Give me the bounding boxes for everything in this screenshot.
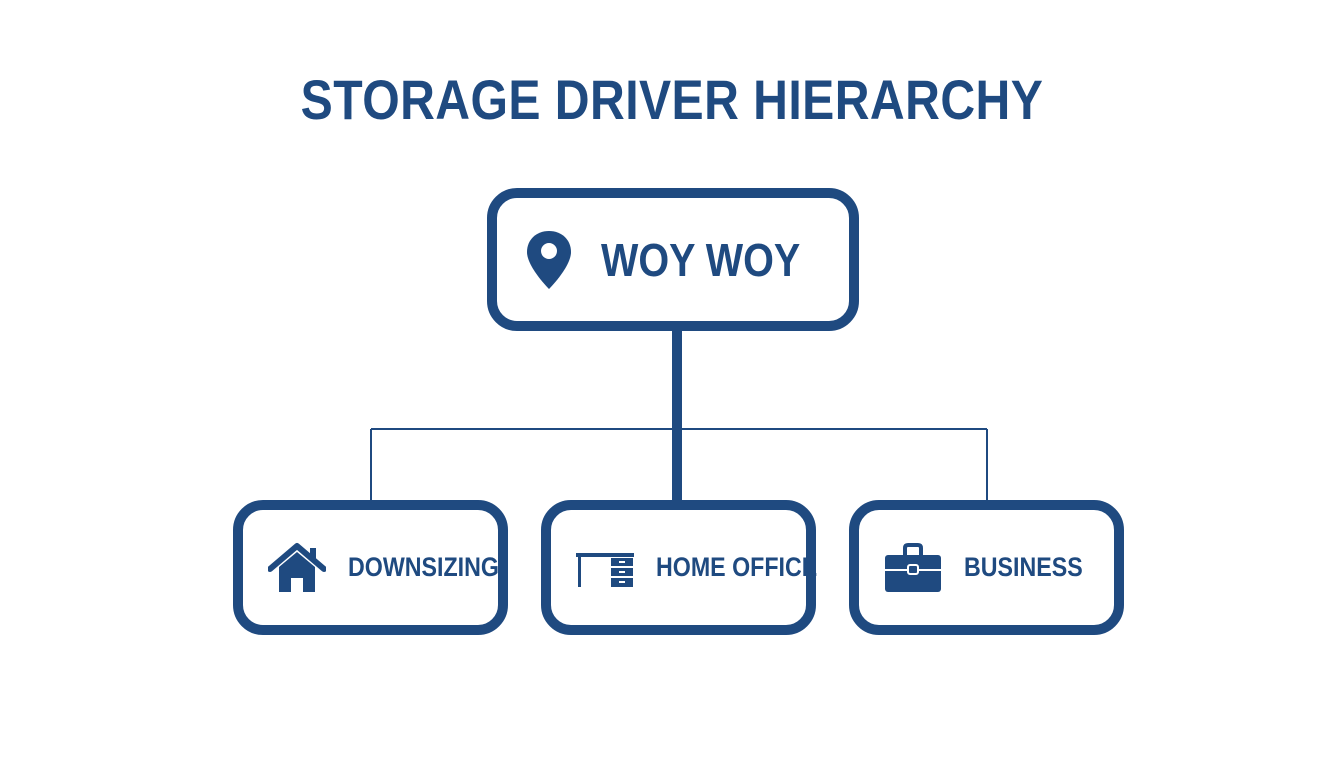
child-node-label: DOWNSIZING bbox=[348, 552, 499, 582]
map-pin-icon bbox=[527, 230, 571, 289]
desk-icon bbox=[576, 552, 634, 587]
child-node-label: BUSINESS bbox=[964, 552, 1083, 582]
root-node-label: WOY WOY bbox=[601, 233, 801, 286]
child-node-business: BUSINESS bbox=[849, 500, 1124, 635]
child-node-home-office: HOME OFFICE bbox=[541, 500, 818, 635]
diagram-title: STORAGE DRIVER HIERARCHY bbox=[300, 68, 1044, 131]
child-node-label: HOME OFFICE bbox=[656, 552, 818, 582]
briefcase-icon bbox=[885, 542, 941, 592]
child-node-downsizing: DOWNSIZING bbox=[233, 500, 508, 635]
house-icon bbox=[268, 542, 326, 592]
root-node: WOY WOY bbox=[487, 188, 859, 331]
